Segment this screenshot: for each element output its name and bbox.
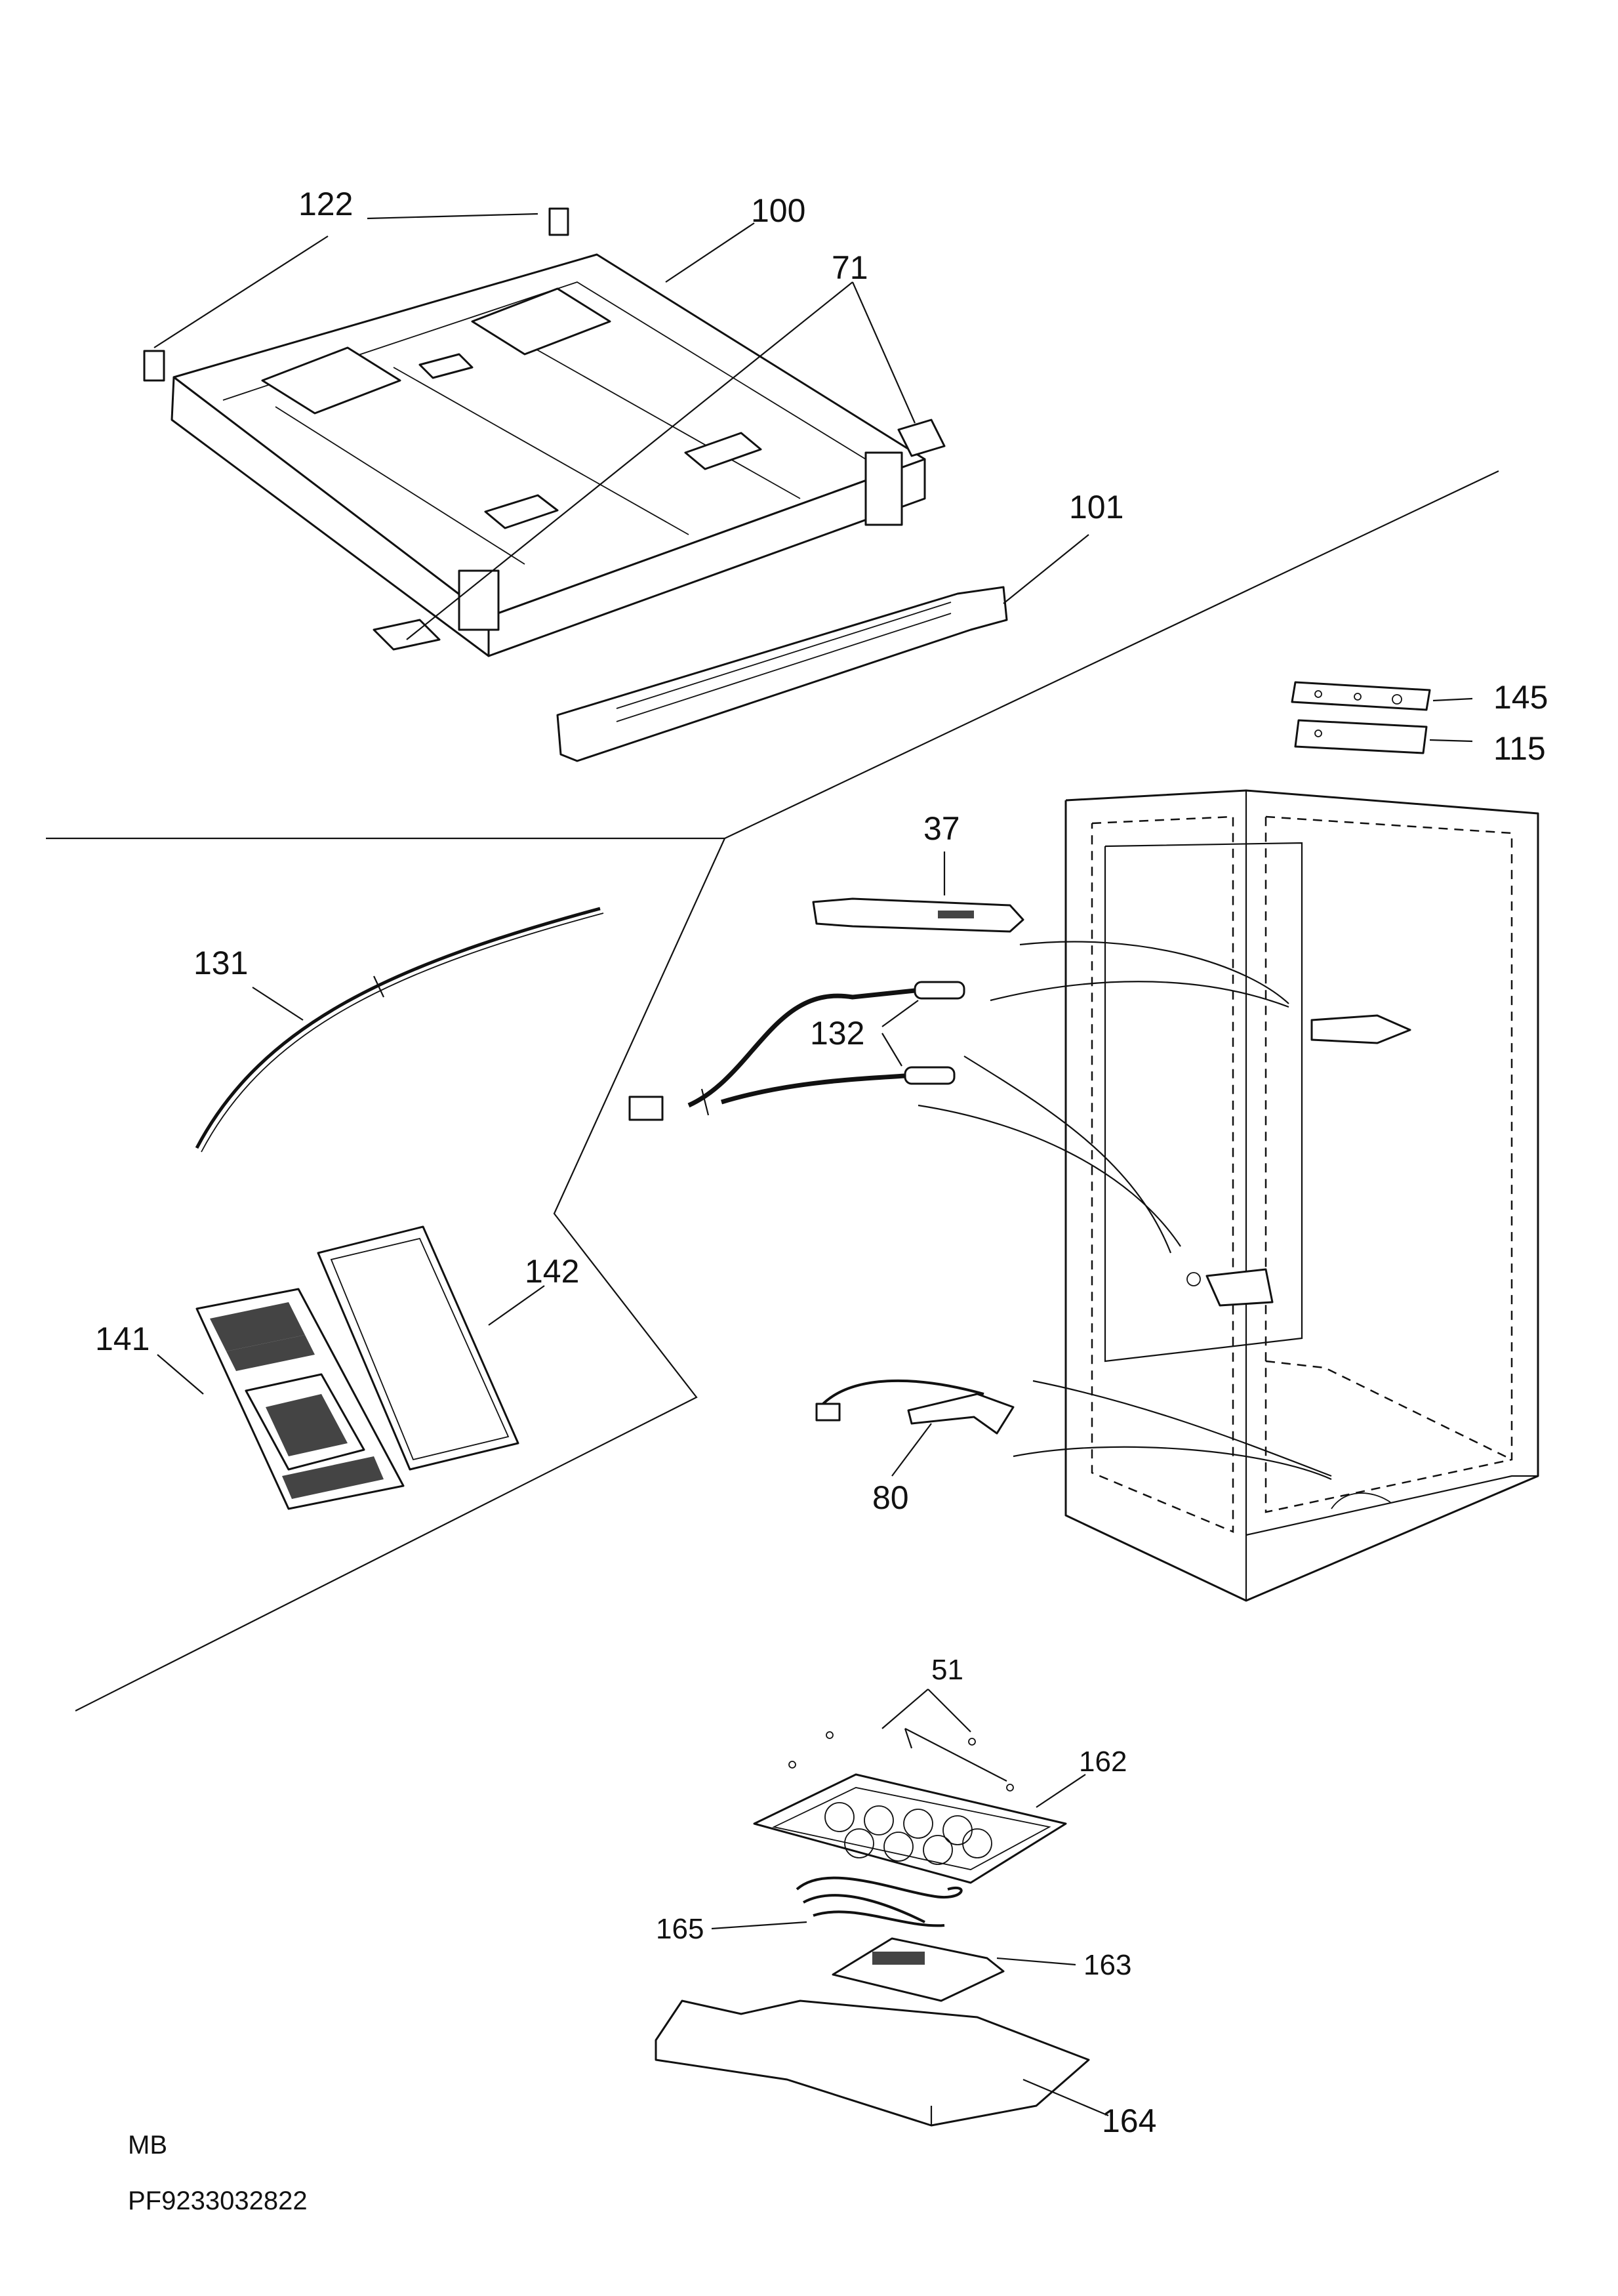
callout-122: 122 <box>298 186 353 222</box>
callout-115: 115 <box>1493 730 1546 767</box>
callout-100: 100 <box>751 192 805 229</box>
callout-71: 71 <box>832 249 868 286</box>
callout-80: 80 <box>872 1479 909 1516</box>
wiring-harness-part-165 <box>796 1876 963 1927</box>
section-divider-lines <box>46 470 1499 1712</box>
cover-part-162 <box>753 1773 1067 1884</box>
routing-arrows <box>918 941 1332 1481</box>
callout-165: 165 <box>656 1913 704 1945</box>
leader-163 <box>996 1957 1076 1966</box>
sensor-part-80 <box>815 1379 1015 1435</box>
sensor-holder-part-37 <box>812 897 1024 933</box>
gasket-part-131 <box>195 907 604 1153</box>
callout-141: 141 <box>95 1321 150 1357</box>
leader-101 <box>1003 534 1089 604</box>
leader-142 <box>488 1285 545 1326</box>
top-tray-part-100 <box>143 207 946 657</box>
callout-131: 131 <box>193 945 248 981</box>
control-strip-parts-145-115 <box>1291 681 1473 754</box>
leader-164 <box>1022 2078 1109 2117</box>
callout-132: 132 <box>810 1015 864 1052</box>
callout-101: 101 <box>1069 489 1123 525</box>
leader-141 <box>157 1354 204 1395</box>
leader-lines-top <box>153 213 916 640</box>
control-board-part-141 <box>195 1288 405 1510</box>
model-code: MB <box>128 2131 167 2160</box>
callout-162: 162 <box>1079 1746 1127 1778</box>
leader-165 <box>711 1921 807 1930</box>
part-number: PF9233032822 <box>128 2186 308 2215</box>
cabinet-outline <box>1064 789 1539 1602</box>
cabinet-sensor-clip <box>1186 1014 1411 1509</box>
housing-part-164 <box>655 1999 1090 2127</box>
callout-142: 142 <box>525 1253 579 1290</box>
leader-80 <box>891 1423 932 1477</box>
front-profile-part-101 <box>556 586 1008 762</box>
leader-132 <box>881 1000 919 1067</box>
callout-145: 145 <box>1493 679 1548 716</box>
electronics-board-part-163 <box>832 1937 1005 2002</box>
panel-part-142 <box>317 1225 519 1471</box>
leader-131 <box>252 987 304 1021</box>
callout-37: 37 <box>923 810 960 847</box>
screws-part-51 <box>788 1689 1014 1792</box>
sensor-cable-part-132 <box>628 981 965 1121</box>
callout-164: 164 <box>1102 2102 1156 2139</box>
callout-51: 51 <box>931 1654 963 1686</box>
leader-162 <box>1036 1774 1086 1808</box>
callout-163: 163 <box>1083 1949 1131 1981</box>
